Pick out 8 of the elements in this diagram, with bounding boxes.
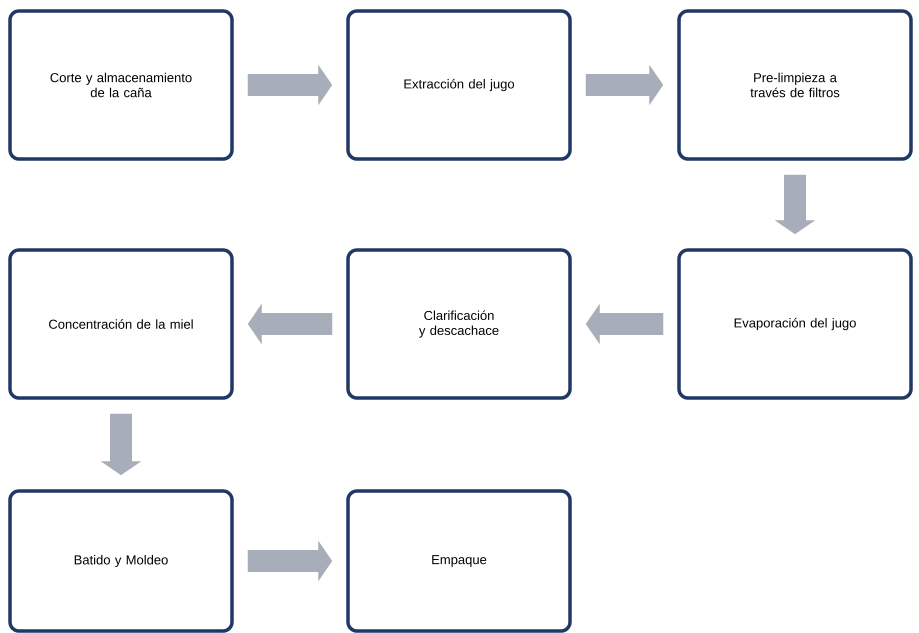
process-box: Pre-limpieza a través de filtros [677, 9, 913, 161]
process-box: Corte y almacenamiento de la caña [8, 9, 234, 161]
process-box: Concentración de la miel [8, 248, 234, 400]
process-box: Evaporación del jugo [677, 248, 913, 400]
process-box: Clarificación y descachace [346, 248, 572, 400]
process-box: Empaque [346, 489, 572, 633]
process-box: Batido y Moldeo [8, 489, 234, 633]
process-box: Extracción del jugo [346, 9, 572, 161]
